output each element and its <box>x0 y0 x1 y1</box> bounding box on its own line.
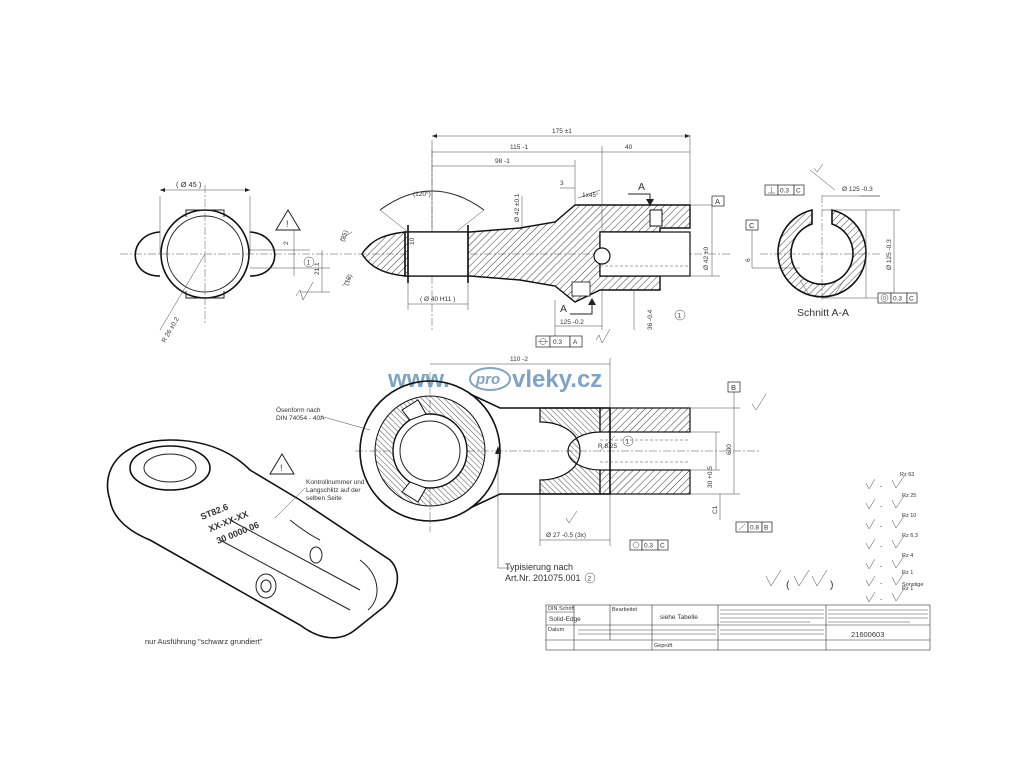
typing-line2: Art.Nr. 201075.001 <box>505 573 581 583</box>
section-mark-bottom: A <box>560 303 567 315</box>
front-diameter-label: ( Ø 45 ) <box>176 180 202 189</box>
lower-radius-label: R 8.25 <box>598 443 618 450</box>
front-dim-step: 21.1 <box>314 262 321 275</box>
svg-text:-: - <box>880 523 882 530</box>
surface-legend: - Rz 63 - Rz 25 - Rz 10 - Rz 6,3 - Rz 4 … <box>765 472 923 603</box>
warning-icon: ! <box>269 453 295 475</box>
iso-footnote: nur Ausführung "schwarz grundiert" <box>145 637 263 646</box>
length-115-label: 115 -1 <box>510 144 528 151</box>
isometric-view: ST82.6 XX-XX-XX 30 0000 06 Kontrollnumme… <box>106 439 399 646</box>
section-outer-dia: Ø 125 -0.3 <box>886 239 893 270</box>
side-angle-label: (120°) <box>413 190 431 198</box>
surface-label-bottom: Sonstige <box>902 582 923 588</box>
front-radius-label: R 26 ±0.2 <box>161 316 181 344</box>
section-dim-top: Ø 125 -0.3 <box>842 186 873 193</box>
surface-row-6: Rz 1 <box>902 586 913 592</box>
section-view: Schnitt A-A Ø 125 -0.3 Ø 125 -0.3 0.3 C … <box>745 163 918 319</box>
side-dim-25: (25) <box>339 229 350 242</box>
tb-date-label: Datum <box>548 627 565 633</box>
section-datum-box: C <box>749 221 755 230</box>
dim-125-label: 125 -0.2 <box>560 319 584 326</box>
pos-tol-value: 0.3 <box>553 339 562 346</box>
tb-edge-label: Solid-Edge <box>549 616 581 623</box>
side-view: (120°) 10 (25) (19) 175 ±1 115 -1 40 98 … <box>330 128 730 348</box>
length-40-label: 40 <box>625 144 633 151</box>
lower-c1-label: C1 <box>712 505 719 514</box>
tube-dia-label: Ø 42 ±0 <box>703 247 710 270</box>
eye-note-line2: DIN 74054 - 40A <box>276 415 325 422</box>
lower-datum-b: B <box>731 383 736 392</box>
lower-view: 110 -2 Ösenform nach DIN 74054 - 40A R 8… <box>276 356 773 584</box>
section-perp-value: 0.3 <box>780 188 789 195</box>
svg-text:-: - <box>880 563 882 570</box>
surface-row-2: Rz 10 <box>902 513 916 519</box>
surface-row-3: Rz 6,3 <box>902 533 918 539</box>
total-length-label: 175 ±1 <box>552 128 572 135</box>
lower-bottom-tol: 0.3 <box>644 543 653 550</box>
tb-drawn-label: Bearbeitet <box>612 607 638 613</box>
section-conc-datum: C <box>909 296 914 303</box>
lower-bottom-dia: Ø 27 -0.5 (3x) <box>546 532 586 539</box>
svg-text:-: - <box>880 483 882 490</box>
lower-bottom-datum: C <box>660 543 665 550</box>
side-note-circle: 1 <box>678 313 682 320</box>
warning-icon: ! <box>275 209 301 231</box>
typing-line1: Typisierung nach <box>505 562 573 572</box>
lower-inner-dia: 30 +0.5 <box>707 466 714 488</box>
general-surface-symbol: ( ) <box>765 569 834 591</box>
bore-label: ( Ø 40 H11 ) <box>420 296 455 303</box>
datum-a-box: A <box>715 197 720 206</box>
tb-drawing-no: 21600603 <box>851 630 884 639</box>
front-view: ( Ø 45 ) 2 1 21.1 R 26 ±0.2 ! <box>120 180 330 344</box>
dim-3-label: 3 <box>560 180 564 187</box>
lower-note-circle: 1 <box>626 439 630 446</box>
svg-text:(: ( <box>786 579 790 591</box>
surface-row-1: Rz 25 <box>902 493 916 499</box>
section-conc-value: 0.3 <box>893 296 902 303</box>
section-dim-side: 6 <box>745 258 752 262</box>
svg-text:-: - <box>880 543 882 550</box>
svg-text:): ) <box>830 579 834 591</box>
shaft-dia-label: Ø 42 ±0.1 <box>514 193 521 222</box>
svg-text:-: - <box>880 596 882 603</box>
pos-tol-datum: A <box>573 339 578 346</box>
section-mark-top: A <box>638 181 645 193</box>
tb-material: siehe Tabelle <box>660 614 698 621</box>
watermark-suffix: vleky.cz <box>512 366 602 393</box>
section-title: Schnitt A-A <box>797 307 849 319</box>
iso-note-line1: Kontrollnummer und <box>306 479 365 486</box>
svg-text:-: - <box>880 580 882 587</box>
title-block: DIN Schrift Solid-Edge Datum Bearbeitet … <box>545 604 931 651</box>
eye-note-line1: Ösenform nach <box>276 406 321 414</box>
surface-row-0: Rz 63 <box>900 472 914 478</box>
lower-length-label: 110 -2 <box>510 356 528 363</box>
iso-note-line2: Langschlitz auf der <box>306 487 361 494</box>
tb-checked-label: Geprüft <box>654 643 673 649</box>
watermark: www. pro vleky.cz <box>387 366 602 393</box>
front-dim-small: 2 <box>283 241 290 245</box>
watermark-pro: pro <box>475 371 500 388</box>
svg-text:-: - <box>880 503 882 510</box>
typing-circle: 2 <box>588 576 592 583</box>
lower-dim-600: 600 <box>726 444 733 455</box>
length-98-label: 98 -1 <box>495 158 510 165</box>
dim-36-label: 36 -0.4 <box>647 309 654 330</box>
side-dim-10: 10 <box>409 237 416 245</box>
lower-flat-value: 0.8 <box>750 525 759 532</box>
chamfer-label: 1x45° <box>582 191 599 199</box>
surface-row-4: Rz 4 <box>902 553 913 559</box>
svg-text:!: ! <box>286 219 289 229</box>
tb-scale-label: DIN Schrift <box>548 606 575 612</box>
iso-note-line3: selben Seite <box>306 495 342 502</box>
front-note-circle: 1 <box>307 260 311 267</box>
side-dim-19: (19) <box>343 273 354 286</box>
lower-flat-datum: B <box>764 525 768 532</box>
surface-row-5: Rz 1 <box>902 570 913 576</box>
section-perp-datum: C <box>796 188 801 195</box>
svg-text:!: ! <box>280 463 283 473</box>
